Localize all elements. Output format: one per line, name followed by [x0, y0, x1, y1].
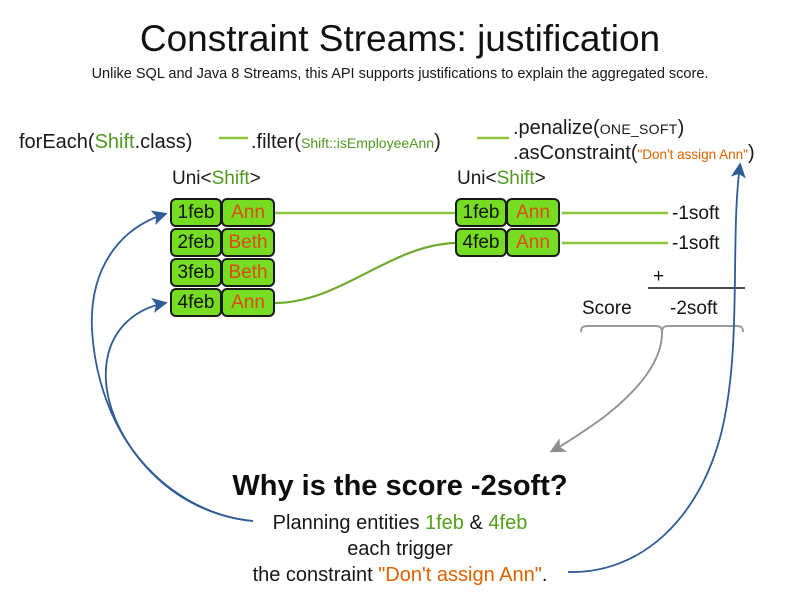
- slide-title: Constraint Streams: justification: [139, 18, 661, 59]
- stream-table-left: 1feb Ann 2feb Beth 3feb Beth 4feb Ann: [170, 198, 275, 318]
- penalize-constant: ONE_SOFT: [599, 121, 678, 137]
- shift-employee-cell: Beth: [221, 228, 275, 257]
- as-constraint-suffix: ): [747, 142, 755, 164]
- code-as-constraint: .asConstraint("Don't assign Ann"): [513, 142, 755, 165]
- filter-method-ref: Shift::isEmployeeAnn: [301, 135, 435, 151]
- for-each-suffix: .class): [134, 131, 193, 153]
- explanation-line1-prefix: Planning entities: [272, 512, 425, 534]
- explanation-line-1: Planning entities 1feb & 4feb: [0, 512, 800, 535]
- uni-right-prefix: Uni<: [457, 168, 497, 189]
- explanation-heading: Why is the score -2soft?: [232, 470, 568, 502]
- shift-employee-cell: Ann: [506, 228, 560, 257]
- uni-left-suffix: >: [249, 168, 261, 189]
- penalty-label-1feb: -1soft: [672, 203, 720, 224]
- uni-left-prefix: Uni<: [172, 168, 212, 189]
- penalize-suffix: ): [677, 117, 685, 139]
- stream-label-right: Uni<Shift>: [457, 168, 546, 190]
- shift-employee-cell: Beth: [221, 258, 275, 287]
- explanation-entity-1feb: 1feb: [425, 512, 464, 534]
- score-label: Score: [582, 298, 632, 319]
- justification-arrow-constraint: [567, 162, 746, 573]
- code-for-each: forEach(Shift.class): [19, 131, 192, 154]
- as-constraint-prefix: .asConstraint(: [513, 142, 638, 164]
- explanation-constraint-name: "Don't assign Ann": [378, 564, 542, 586]
- table-row: 1feb Ann: [170, 198, 275, 228]
- for-each-prefix: forEach(: [19, 131, 95, 153]
- table-row: 4feb Ann: [455, 228, 560, 258]
- stream-connector-4feb: [274, 241, 456, 305]
- shift-date-cell: 3feb: [170, 258, 222, 287]
- explanation-line3-prefix: the constraint: [252, 564, 379, 586]
- explanation-line-3: the constraint "Don't assign Ann".: [0, 564, 800, 587]
- shift-date-cell: 4feb: [170, 288, 222, 317]
- slide-subtitle: Unlike SQL and Java 8 Streams, this API …: [91, 66, 709, 82]
- explanation-line-2: each trigger: [347, 538, 453, 560]
- table-row: 3feb Beth: [170, 258, 275, 288]
- explanation-line1-amp: &: [463, 512, 489, 534]
- filter-prefix: .filter(: [251, 131, 301, 153]
- shift-date-cell: 2feb: [170, 228, 222, 257]
- as-constraint-name: "Don't assign Ann": [637, 147, 748, 162]
- score-operator: +: [653, 266, 665, 287]
- code-filter: .filter(Shift::isEmployeeAnn): [251, 131, 441, 154]
- shift-date-cell: 1feb: [170, 198, 222, 227]
- table-row: 2feb Beth: [170, 228, 275, 258]
- shift-date-cell: 1feb: [455, 198, 507, 227]
- score-brace: [580, 325, 744, 334]
- uni-right-type: Shift: [496, 168, 535, 189]
- stream-label-left: Uni<Shift>: [172, 168, 261, 190]
- shift-date-cell: 4feb: [455, 228, 507, 257]
- uni-left-type: Shift: [211, 168, 250, 189]
- code-penalize: .penalize(ONE_SOFT): [513, 117, 684, 140]
- shift-employee-cell: Ann: [506, 198, 560, 227]
- filter-suffix: ): [434, 131, 441, 153]
- table-row: 1feb Ann: [455, 198, 560, 228]
- penalize-prefix: .penalize(: [513, 117, 600, 139]
- shift-employee-cell: Ann: [221, 288, 275, 317]
- explanation-line3-suffix: .: [541, 564, 548, 586]
- uni-right-suffix: >: [534, 168, 546, 189]
- table-row: 4feb Ann: [170, 288, 275, 318]
- explanation-entity-4feb: 4feb: [488, 512, 528, 534]
- score-total: -2soft: [670, 298, 718, 319]
- stream-table-right: 1feb Ann 4feb Ann: [455, 198, 560, 258]
- for-each-type: Shift: [94, 131, 135, 153]
- penalty-label-4feb: -1soft: [672, 233, 720, 254]
- shift-employee-cell: Ann: [221, 198, 275, 227]
- score-justification-arrow: [549, 332, 663, 453]
